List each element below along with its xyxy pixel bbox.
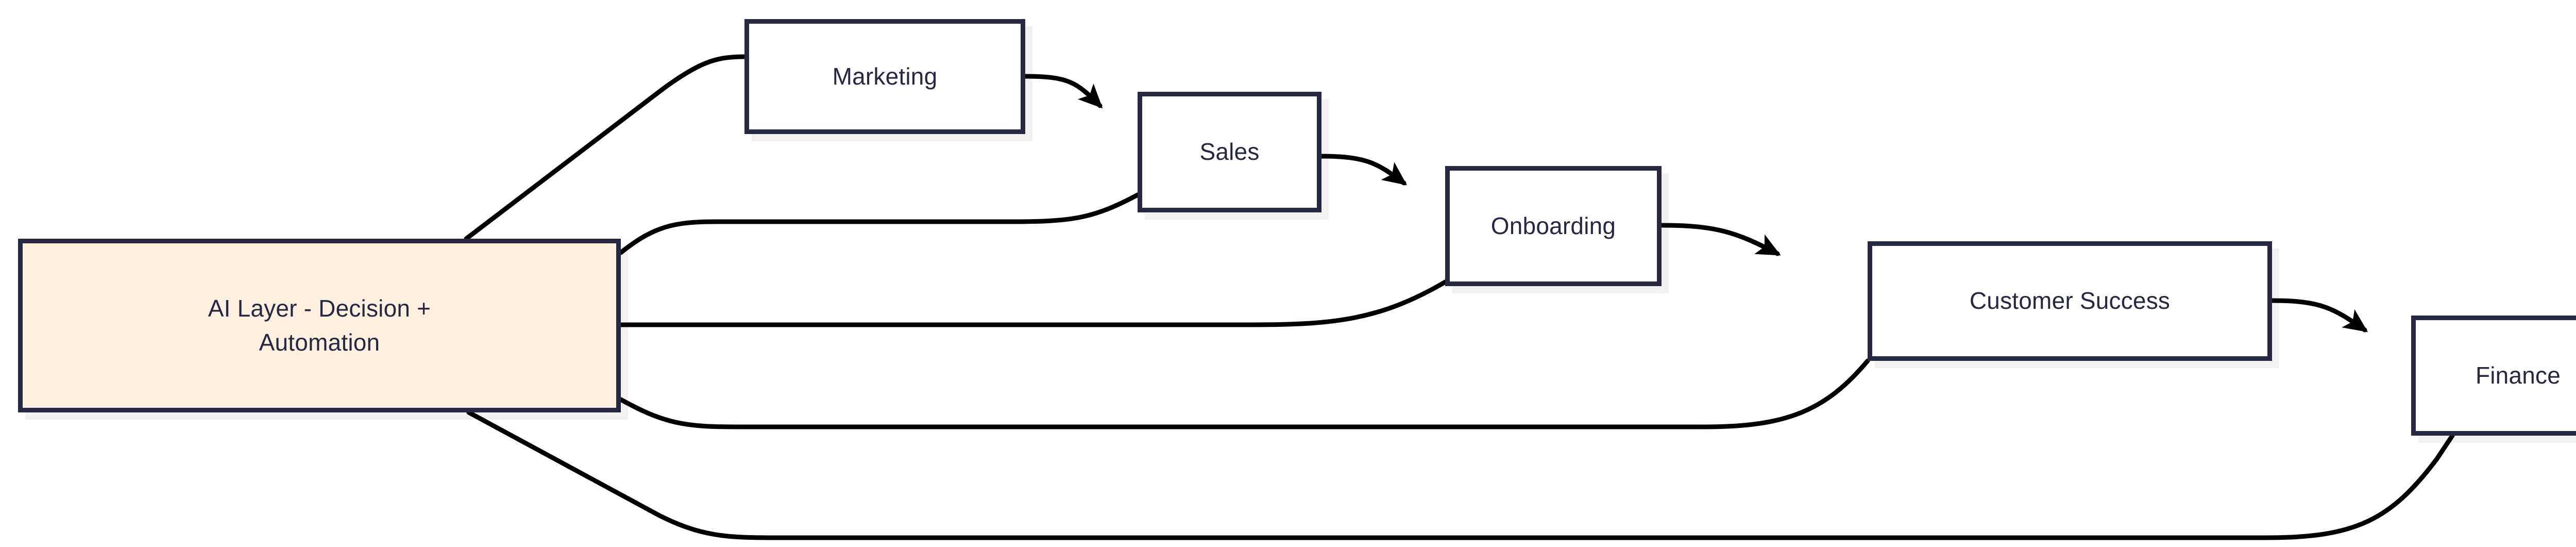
edge-ai-to-onboarding xyxy=(618,279,1448,327)
edge-onboarding-to-cs xyxy=(1659,223,1781,256)
edge-ai-to-cs xyxy=(618,358,1870,429)
node-customer-success[interactable]: Customer Success xyxy=(1868,241,2272,361)
node-finance[interactable]: Finance xyxy=(2411,316,2576,436)
node-finance-label: Finance xyxy=(2475,361,2561,389)
node-marketing-label: Marketing xyxy=(832,62,938,90)
node-marketing[interactable]: Marketing xyxy=(744,19,1025,134)
node-ai-layer-label: AI Layer - Decision + Automation xyxy=(208,295,431,356)
node-sales[interactable]: Sales xyxy=(1138,92,1321,212)
node-ai-layer[interactable]: AI Layer - Decision + Automation xyxy=(18,239,621,412)
edge-ai-to-finance xyxy=(466,410,2455,540)
edge-cs-to-finance xyxy=(2269,298,2368,333)
node-customer-success-label: Customer Success xyxy=(1969,287,2171,314)
node-onboarding[interactable]: Onboarding xyxy=(1445,166,1662,286)
node-sales-label: Sales xyxy=(1199,138,1260,165)
edge-ai-to-marketing xyxy=(464,54,747,241)
edge-marketing-to-sales xyxy=(1023,74,1103,109)
edge-ai-to-sales xyxy=(618,192,1140,255)
node-onboarding-label: Onboarding xyxy=(1490,212,1616,239)
edge-sales-to-onboarding xyxy=(1319,154,1408,186)
